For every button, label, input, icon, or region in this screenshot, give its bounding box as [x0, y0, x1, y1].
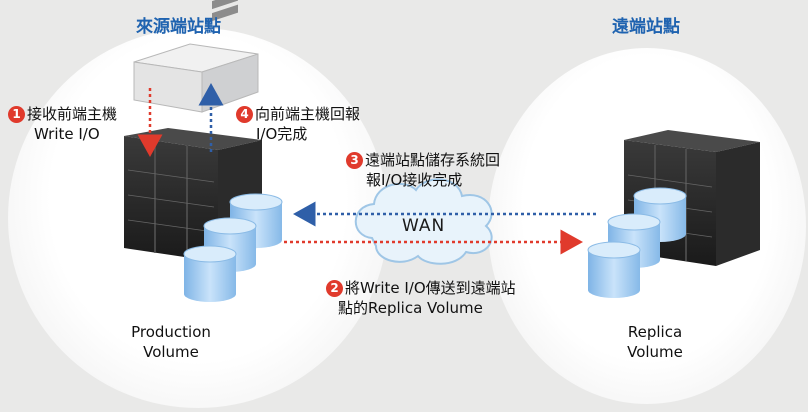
replica-volume-disks-icon — [587, 187, 687, 298]
step-1-line2: Write I/O — [34, 125, 100, 143]
production-volume-label: Production Volume — [116, 322, 226, 362]
step-3-line2: 報I/O接收完成 — [366, 171, 463, 189]
step-1-number: 1 — [8, 106, 25, 123]
wan-cloud-icon — [354, 178, 493, 265]
step-2-line2: 點的Replica Volume — [338, 299, 483, 317]
source-site-title: 來源端站點 — [136, 17, 221, 37]
replica-volume-line2: Volume — [627, 343, 683, 361]
step-4-number: 4 — [236, 106, 253, 123]
step-2-number: 2 — [326, 280, 343, 297]
replica-volume-label: Replica Volume — [610, 322, 700, 362]
step-3-line1: 遠端站點儲存系統回 — [365, 151, 501, 169]
replica-volume-line1: Replica — [627, 323, 683, 341]
remote-site-title: 遠端站點 — [612, 17, 680, 37]
step-2-line1: 將Write I/O傳送到遠端站 — [345, 279, 516, 297]
production-volume-line1: Production — [131, 323, 211, 341]
step-3-number: 3 — [346, 152, 363, 169]
production-volume-line2: Volume — [143, 343, 199, 361]
wan-label: WAN — [402, 216, 446, 236]
step-1-line1: 接收前端主機 — [27, 105, 118, 123]
step-4-line1: 向前端主機回報 — [255, 105, 361, 123]
production-volume-disks-icon — [183, 193, 283, 302]
step-4-line2: I/O完成 — [256, 125, 308, 143]
